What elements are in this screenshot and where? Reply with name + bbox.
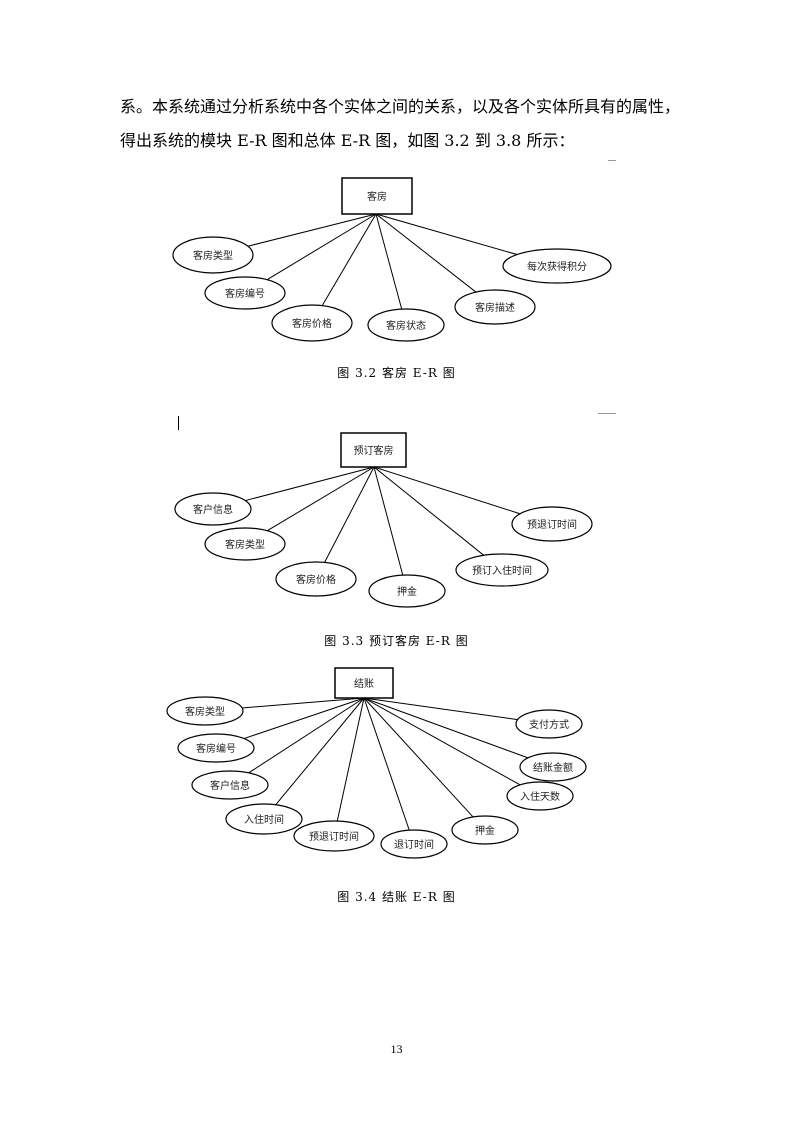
attribute-ellipse <box>515 709 583 739</box>
attribute-ellipse <box>451 815 519 845</box>
attribute-ellipse <box>380 829 448 859</box>
attribute-label: 客房描述 <box>475 301 515 314</box>
relation-line <box>266 213 377 281</box>
attribute-label: 客房价格 <box>296 573 336 586</box>
attribute-ellipse <box>177 733 255 763</box>
attribute-label: 押金 <box>475 824 495 837</box>
attribute-label: 结账金额 <box>533 761 573 774</box>
relation-line <box>242 697 365 709</box>
stray-mark <box>598 413 616 414</box>
attribute-ellipse <box>368 574 446 608</box>
attribute-label: 客房类型 <box>225 538 265 551</box>
attribute-label: 预订入住时间 <box>472 564 532 577</box>
attribute-label: 支付方式 <box>529 718 569 731</box>
entity-label: 预订客房 <box>354 444 394 457</box>
attribute-ellipse <box>511 506 593 542</box>
attribute-ellipse <box>172 236 254 274</box>
attribute-label: 客房状态 <box>386 319 426 332</box>
attribute-ellipse <box>225 803 303 835</box>
attribute-ellipse <box>502 248 612 284</box>
relation-line <box>267 466 375 532</box>
attribute-label: 客房价格 <box>292 317 332 330</box>
figure-caption-3-2: 图 3.2 客房 E-R 图 <box>337 366 456 380</box>
relation-line <box>275 697 365 806</box>
attribute-label: 客户信息 <box>210 779 250 792</box>
relation-line <box>363 697 529 759</box>
attribute-label: 入住天数 <box>520 790 560 803</box>
text-cursor <box>178 416 179 430</box>
relation-line <box>243 697 365 740</box>
figure-caption-3-4: 图 3.4 结账 E-R 图 <box>337 890 456 904</box>
attribute-ellipse <box>174 492 252 526</box>
entity-box <box>341 177 413 215</box>
relation-line <box>375 213 477 293</box>
attribute-ellipse <box>519 752 587 782</box>
relation-line <box>363 697 518 721</box>
relation-line <box>375 213 403 310</box>
relation-line <box>247 213 377 247</box>
relation-line <box>363 697 474 818</box>
entity-label: 结账 <box>354 677 374 690</box>
relation-line <box>248 697 365 774</box>
attribute-ellipse <box>204 527 286 561</box>
attribute-ellipse <box>506 781 574 811</box>
body-text-line-2: 得出系统的模块 E-R 图和总体 E-R 图，如图 3.2 到 3.8 所示： <box>120 131 575 150</box>
attribute-label: 客房类型 <box>185 705 225 718</box>
page-number: 13 <box>390 1042 403 1056</box>
attribute-label: 预退订时间 <box>309 830 359 843</box>
entity-box <box>334 667 394 699</box>
relation-line <box>373 466 485 556</box>
relation-line <box>373 466 404 576</box>
relation-line <box>363 697 521 786</box>
attribute-ellipse <box>455 553 549 587</box>
body-text-line-1: 系。本系统通过分析系统中各个实体之间的关系，以及各个实体所具有的属性， <box>120 97 681 116</box>
entity-box <box>340 432 407 468</box>
attribute-ellipse <box>367 308 445 342</box>
relation-line <box>245 466 375 502</box>
attribute-ellipse <box>191 770 269 800</box>
attribute-label: 客户信息 <box>193 503 233 516</box>
attribute-label: 押金 <box>397 585 417 598</box>
attribute-label: 每次获得积分 <box>527 260 587 273</box>
attribute-label: 预退订时间 <box>527 518 577 531</box>
attribute-label: 客房类型 <box>193 249 233 262</box>
attribute-label: 退订时间 <box>394 838 434 851</box>
relation-line <box>336 697 365 822</box>
attribute-ellipse <box>454 289 536 325</box>
relation-line <box>363 697 410 831</box>
figure-caption-3-3: 图 3.3 预订客房 E-R 图 <box>324 634 469 648</box>
attribute-ellipse <box>271 304 353 342</box>
relation-line <box>373 466 521 515</box>
relation-line <box>324 466 375 563</box>
attribute-ellipse <box>275 561 357 597</box>
attribute-label: 客房编号 <box>225 287 265 300</box>
attribute-label: 客房编号 <box>196 742 236 755</box>
attribute-ellipse <box>166 696 244 726</box>
entity-label: 客房 <box>367 190 387 203</box>
attribute-ellipse <box>204 276 286 310</box>
attribute-ellipse <box>293 820 375 852</box>
attribute-label: 入住时间 <box>244 813 284 826</box>
relation-line <box>375 213 518 256</box>
relation-line <box>321 213 377 306</box>
stray-mark <box>608 160 616 161</box>
